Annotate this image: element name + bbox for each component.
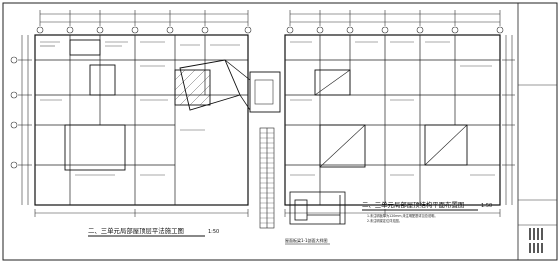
right-plan <box>284 10 515 217</box>
right-note-2: 2.未注明梁定位详见图。 <box>367 218 402 223</box>
right-bottom-dimensions <box>284 209 501 217</box>
section-detail <box>289 191 346 225</box>
right-annotation-marks <box>290 41 495 176</box>
left-top-dimensions <box>39 10 249 26</box>
right-note-1: 1.未注明板厚为120mm,未注明配筋详见总说明。 <box>367 213 438 218</box>
right-axis-bubbles-top <box>286 26 504 34</box>
rebar-table-rows <box>260 132 274 224</box>
right-slab-diagonals <box>314 69 468 168</box>
right-top-dimensions <box>289 10 501 26</box>
right-plan-outline <box>284 34 501 206</box>
title-block <box>518 84 557 226</box>
left-plan-scale: 1:50 <box>208 229 219 235</box>
left-plan-title: 二、三单元局部屋顶层平法施工图 <box>88 226 184 235</box>
left-plan-outline <box>34 34 249 206</box>
sheet-border <box>2 2 558 261</box>
right-plan-title: 二、三单元局部屋顶结构平面布置图 <box>362 200 464 209</box>
right-plan-scale: 1:50 <box>481 203 492 209</box>
right-side-dimensions <box>502 35 515 205</box>
detail-callout <box>179 59 281 113</box>
left-annotation-marks <box>40 41 240 176</box>
left-plan <box>10 10 252 217</box>
title-block-marks <box>529 228 543 253</box>
right-rooms <box>314 69 468 168</box>
left-side-dimensions <box>18 35 32 205</box>
left-rooms <box>64 39 211 171</box>
section-label: 屋面板梁1-1剖面大样图 <box>285 237 328 243</box>
left-bottom-dimensions <box>34 209 249 217</box>
left-hatch <box>174 69 211 106</box>
left-axis-bubbles-side <box>10 56 18 169</box>
left-axis-bubbles-top <box>36 26 252 34</box>
